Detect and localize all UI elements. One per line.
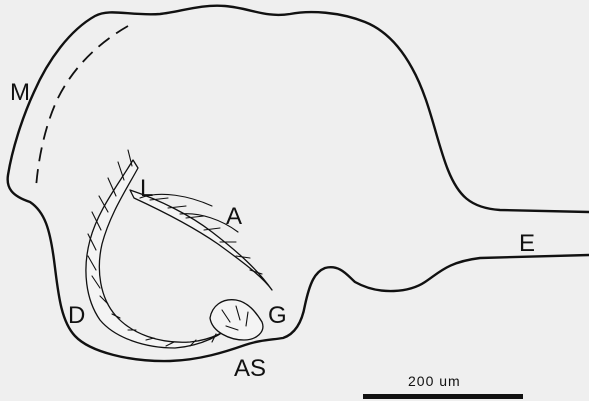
label-as: AS [234, 355, 266, 382]
label-g: G [268, 302, 287, 329]
label-e: E [519, 230, 535, 257]
upper-blade [130, 190, 272, 290]
label-a: A [226, 203, 242, 230]
label-d: D [68, 302, 85, 329]
label-l: L [140, 175, 153, 202]
scale-bar-label: 200 um [408, 373, 461, 389]
dashed-outline [36, 26, 128, 188]
scale-bar [363, 394, 523, 399]
label-m: M [10, 79, 30, 106]
